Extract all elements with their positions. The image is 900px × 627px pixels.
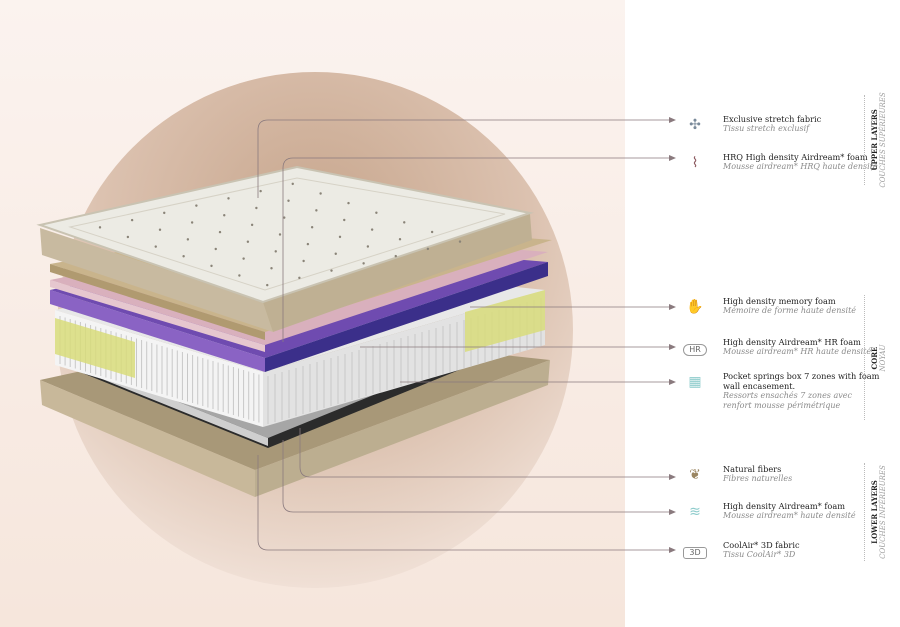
quilt-dot bbox=[306, 242, 310, 246]
quilt-dot bbox=[270, 267, 273, 270]
quilt-dot bbox=[334, 252, 337, 255]
quilt-dot bbox=[315, 209, 318, 212]
leader-line-hrq-foam bbox=[282, 157, 670, 342]
quilt-dot bbox=[130, 218, 134, 222]
arrowheads bbox=[669, 117, 676, 553]
quilt-dot bbox=[291, 182, 294, 186]
layer-name-en: Natural fibers bbox=[723, 464, 782, 474]
quilt-dot bbox=[302, 259, 305, 263]
quilt-dot bbox=[154, 245, 157, 248]
section-title-fr: COUCHES INFÉRIEURES bbox=[879, 465, 887, 559]
quilt-dot bbox=[246, 240, 250, 243]
layer-name-fr: Tissu CoolAir* 3D bbox=[723, 550, 796, 559]
quilt-dot bbox=[182, 255, 185, 258]
quilt-dot bbox=[370, 228, 374, 231]
layer-name-fr: Mémoire de forme haute densité bbox=[723, 306, 857, 315]
quilt-dot bbox=[278, 233, 282, 236]
layer-name-en: High density memory foam bbox=[723, 296, 836, 306]
quilt-dot bbox=[283, 216, 286, 219]
quilt-dot bbox=[287, 199, 290, 202]
layer-name-fr: Ressorts ensachés 7 zones avec renfort m… bbox=[723, 391, 852, 410]
quilt-dot bbox=[458, 240, 462, 243]
quilt-dot bbox=[190, 221, 194, 224]
quilt-dot bbox=[298, 276, 301, 280]
hr-badge-icon: HR bbox=[682, 337, 708, 359]
section-title-en: UPPER LAYERS bbox=[870, 109, 879, 171]
quilt-dot bbox=[238, 274, 241, 277]
quilt-dot bbox=[366, 245, 370, 248]
quilt-dot bbox=[210, 264, 213, 268]
quilt-dot bbox=[362, 262, 365, 265]
badge-label: HR bbox=[683, 344, 707, 356]
layer-name-fr: Tissu stretch exclusif bbox=[723, 124, 810, 133]
quilt-dot bbox=[242, 257, 245, 260]
quilt-dot bbox=[266, 283, 269, 287]
quilt-dot bbox=[347, 201, 350, 205]
quilt-dot bbox=[195, 204, 198, 207]
spring-box-icon: ▦ bbox=[688, 374, 702, 390]
layer-name-en: Exclusive stretch fabric bbox=[723, 114, 822, 124]
quilt-dot bbox=[186, 238, 190, 241]
quilt-dot bbox=[255, 206, 258, 210]
layer-name-fr: Mousse airdream* haute densité bbox=[723, 511, 856, 520]
quilt-dot bbox=[394, 254, 397, 258]
layer-name-en: High density Airdream* HR foam bbox=[723, 337, 861, 347]
layer-name-en: Pocket springs box 7 zones with foam wal… bbox=[723, 371, 880, 391]
quilt-dot bbox=[338, 235, 342, 239]
layer-name-en: High density Airdream* foam bbox=[723, 501, 845, 511]
quilt-dot bbox=[214, 247, 217, 251]
quilt-dot bbox=[158, 228, 162, 231]
quilt-dot bbox=[163, 211, 166, 215]
quilt-dot bbox=[426, 247, 430, 251]
layer-name-en: HRQ High density Airdream* foam bbox=[723, 152, 868, 162]
leader-lines bbox=[257, 119, 670, 551]
reclined-body-icon: ⌇ bbox=[691, 155, 699, 171]
quilt-dot bbox=[343, 218, 346, 222]
stretch-arrows-icon: ✣ bbox=[689, 117, 701, 133]
hand-print-icon: ✋ bbox=[686, 299, 704, 315]
layer-name-fr: Mousse airdream* HR haute densité bbox=[723, 347, 872, 356]
section-title-fr: NOYAU bbox=[879, 344, 887, 371]
quilt-dot bbox=[223, 214, 226, 217]
quilt-dot bbox=[250, 223, 254, 227]
leader-line-stretch-fabric bbox=[257, 119, 670, 198]
quilt-dot bbox=[218, 230, 222, 234]
quilt-dot bbox=[319, 192, 322, 195]
quilt-dot bbox=[227, 197, 230, 200]
section-title-en: CORE bbox=[870, 346, 879, 369]
quilt-dot bbox=[403, 221, 406, 224]
layer-top-stretch-fabric bbox=[36, 165, 534, 332]
badge-label: 3D bbox=[683, 547, 707, 559]
quilt-dot bbox=[126, 235, 130, 239]
quilt-dot bbox=[430, 230, 434, 234]
leader-line-natural-fibers bbox=[299, 428, 670, 478]
quilt-dot bbox=[375, 211, 378, 214]
layer-name-en: CoolAir* 3D fabric bbox=[723, 540, 800, 550]
quilt-dot bbox=[259, 189, 262, 193]
leaf-icon: ❦ bbox=[689, 467, 701, 483]
quilt-dot bbox=[398, 238, 402, 241]
3d-badge-icon: 3D bbox=[682, 540, 708, 562]
leader-line-hd-foam bbox=[282, 440, 670, 513]
quilt-dot bbox=[310, 226, 314, 229]
quilt-dot bbox=[98, 226, 102, 229]
quilt-dot bbox=[274, 250, 277, 253]
section-title-fr: COUCHES SUPÉRIEURES bbox=[879, 92, 887, 188]
section-title-en: LOWER LAYERS bbox=[870, 480, 879, 544]
quilt-dot bbox=[330, 269, 333, 272]
leader-line-coolair bbox=[257, 455, 670, 551]
foam-body-icon: ≋ bbox=[689, 504, 701, 520]
layer-name-fr: Fibres naturelles bbox=[723, 474, 793, 483]
layer-name-fr: Mousse airdream* HRQ haute densité bbox=[723, 162, 878, 171]
